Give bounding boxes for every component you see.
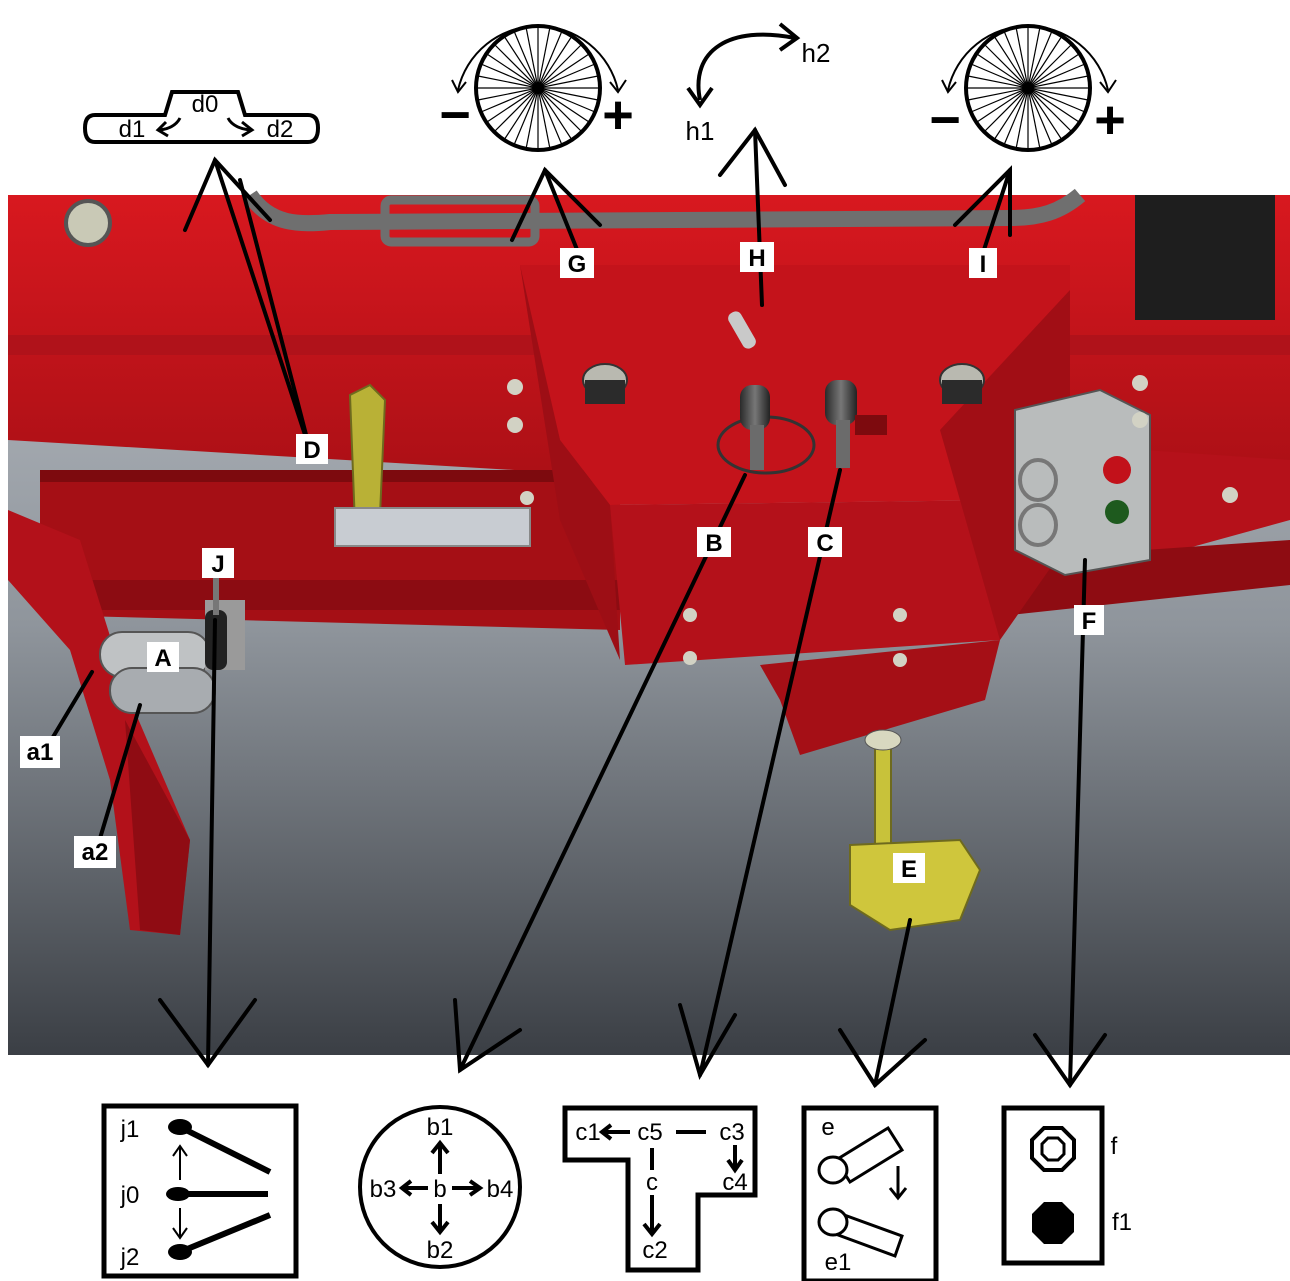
svg-text:j0: j0 (120, 1182, 140, 1209)
svg-text:G: G (568, 251, 587, 278)
svg-text:b1: b1 (427, 1114, 454, 1141)
svg-text:H: H (748, 245, 765, 272)
svg-text:f: f (1111, 1133, 1118, 1160)
svg-text:D: D (303, 437, 320, 464)
callout-labels: D G H I J A a1 a2 B C F E (20, 242, 1104, 883)
svg-text:I: I (980, 251, 987, 278)
symbol-h: h1 h2 (686, 22, 831, 146)
symbol-wheel-i: − + (929, 24, 1126, 152)
callout-a: A (147, 642, 179, 672)
leader-b (458, 473, 747, 1072)
callout-b: B (697, 527, 731, 557)
leader-g (543, 168, 584, 264)
svg-text:e1: e1 (825, 1249, 852, 1276)
svg-text:d2: d2 (267, 116, 294, 143)
svg-text:d0: d0 (192, 91, 219, 118)
svg-text:−: − (929, 90, 961, 150)
svg-text:j2: j2 (120, 1244, 140, 1271)
leader-i (978, 168, 1012, 264)
svg-text:a1: a1 (27, 739, 54, 766)
leader-lines (48, 126, 1107, 1089)
callout-i: I (969, 248, 997, 278)
svg-text:+: + (602, 85, 634, 145)
svg-text:E: E (901, 856, 917, 883)
svg-text:h2: h2 (802, 38, 831, 68)
symbol-f: f f1 (1001, 1105, 1132, 1266)
svg-text:j1: j1 (120, 1116, 140, 1143)
svg-text:c2: c2 (642, 1237, 667, 1264)
leader-a1 (48, 670, 94, 744)
svg-text:e: e (821, 1114, 834, 1141)
arrowhead-b (453, 998, 522, 1074)
svg-text:c4: c4 (722, 1169, 747, 1196)
handlebar (243, 188, 1086, 232)
pedal-rod (874, 739, 892, 846)
callout-e: E (893, 853, 925, 883)
leader-c (698, 468, 842, 1077)
svg-text:c5: c5 (637, 1119, 662, 1146)
symbol-b: b b1 b2 b3 b4 (358, 1105, 522, 1269)
leader-f (1068, 558, 1087, 1087)
svg-text:c: c (646, 1169, 658, 1196)
leader-a2 (96, 703, 142, 847)
svg-text:d1: d1 (119, 116, 146, 143)
symbol-j: j1 j0 j2 (101, 1103, 299, 1279)
svg-text:a2: a2 (82, 839, 109, 866)
arrowhead-c (678, 1003, 737, 1081)
control-box-top (520, 265, 1070, 505)
svg-text:J: J (211, 551, 224, 578)
symbol-wheel-g: − + (439, 24, 634, 152)
svg-text:b2: b2 (427, 1237, 454, 1264)
svg-text:+: + (1094, 90, 1126, 150)
black-housing (1135, 195, 1275, 320)
arrowhead-j (158, 998, 257, 1069)
svg-text:h1: h1 (686, 116, 715, 146)
symbol-c: c1 c5 c3 c4 c c2 (562, 1105, 758, 1273)
control-box-front (610, 500, 1010, 665)
svg-text:F: F (1082, 608, 1097, 635)
leader-d-left (213, 158, 312, 452)
svg-text:c3: c3 (719, 1119, 744, 1146)
svg-text:b4: b4 (487, 1176, 514, 1203)
svg-text:b3: b3 (370, 1176, 397, 1203)
callout-h: H (740, 242, 774, 272)
arrowhead-h (718, 126, 787, 187)
svg-text:f1: f1 (1112, 1209, 1132, 1236)
callout-d: D (296, 434, 328, 464)
arrowhead-e (838, 1028, 927, 1089)
pedal-plate (849, 838, 982, 932)
callout-a2: a2 (74, 836, 116, 868)
callout-g: G (560, 248, 594, 278)
leader-j (206, 618, 217, 1067)
svg-text:A: A (154, 645, 171, 672)
svg-text:B: B (705, 530, 722, 557)
svg-text:c1: c1 (575, 1119, 600, 1146)
callout-a1: a1 (20, 736, 60, 768)
arrowhead-f (1033, 1033, 1107, 1089)
bolt-top-left (64, 199, 112, 247)
leader-d-right (238, 178, 312, 452)
symbol-d: d0 d1 d2 (82, 90, 321, 144)
leader-h (753, 128, 764, 307)
svg-text:−: − (439, 85, 471, 145)
arrowhead-i (953, 165, 1012, 237)
svg-text:C: C (816, 530, 833, 557)
arrowhead-g (510, 166, 602, 242)
arrowhead-d (183, 156, 272, 232)
callout-j: J (202, 548, 234, 578)
leader-e (873, 918, 912, 1087)
svg-text:b: b (433, 1176, 446, 1203)
symbol-e: e e1 (801, 1105, 939, 1281)
electrical-box (1014, 388, 1151, 577)
callout-c: C (808, 527, 842, 557)
callout-f: F (1074, 605, 1104, 635)
